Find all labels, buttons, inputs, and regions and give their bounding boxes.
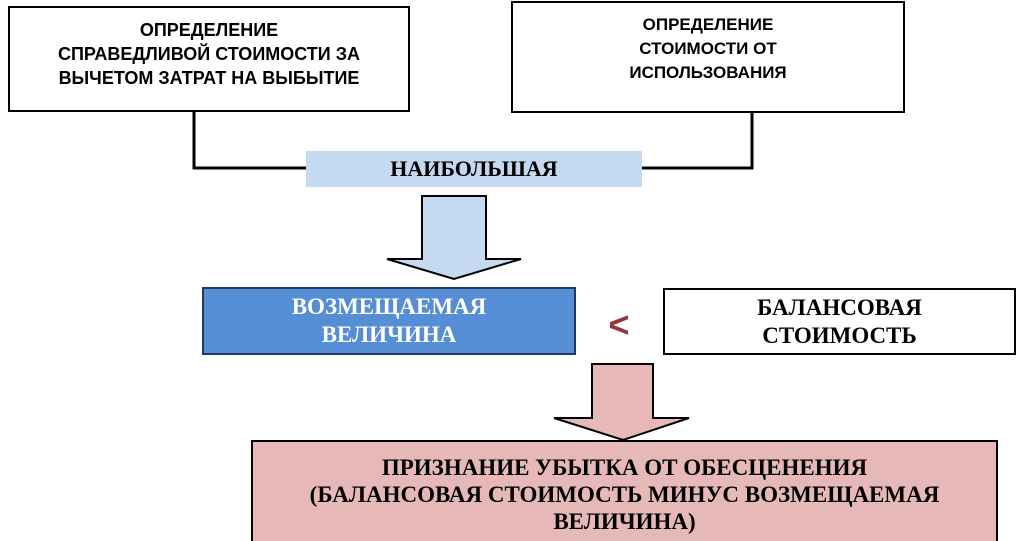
impairment-label: ПРИЗНАНИЕ УБЫТКА ОТ ОБЕСЦЕНЕНИЯ (БАЛАНСО…	[309, 455, 940, 534]
impairment-box: ПРИЗНАНИЕ УБЫТКА ОТ ОБЕСЦЕНЕНИЯ (БАЛАНСО…	[251, 440, 998, 541]
arrow-down-blue	[386, 195, 522, 281]
recoverable-amount-box: ВОЗМЕЩАЕМАЯ ВЕЛИЧИНА	[202, 287, 576, 355]
recoverable-amount-label: ВОЗМЕЩАЕМАЯ ВЕЛИЧИНА	[291, 294, 487, 347]
fair-value-box: ОПРЕДЕЛЕНИЕ СПРАВЕДЛИВОЙ СТОИМОСТИ ЗА ВЫ…	[8, 6, 410, 112]
less-than-sign: <	[608, 304, 630, 345]
value-in-use-box: ОПРЕДЕЛЕНИЕ СТОИМОСТИ ОТ ИСПОЛЬЗОВАНИЯ	[511, 1, 905, 113]
value-in-use-label: ОПРЕДЕЛЕНИЕ СТОИМОСТИ ОТ ИСПОЛЬЗОВАНИЯ	[629, 15, 787, 82]
arrow-down-pink	[553, 363, 690, 442]
fair-value-label: ОПРЕДЕЛЕНИЕ СПРАВЕДЛИВОЙ СТОИМОСТИ ЗА ВЫ…	[57, 20, 361, 88]
connector-right	[642, 113, 754, 170]
connector-left	[192, 112, 306, 170]
book-value-label: БАЛАНСОВАЯ СТОИМОСТЬ	[757, 294, 922, 348]
book-value-box: БАЛАНСОВАЯ СТОИМОСТЬ	[663, 288, 1016, 355]
max-label: НАИБОЛЬШАЯ	[390, 156, 558, 181]
max-box: НАИБОЛЬШАЯ	[306, 151, 642, 187]
